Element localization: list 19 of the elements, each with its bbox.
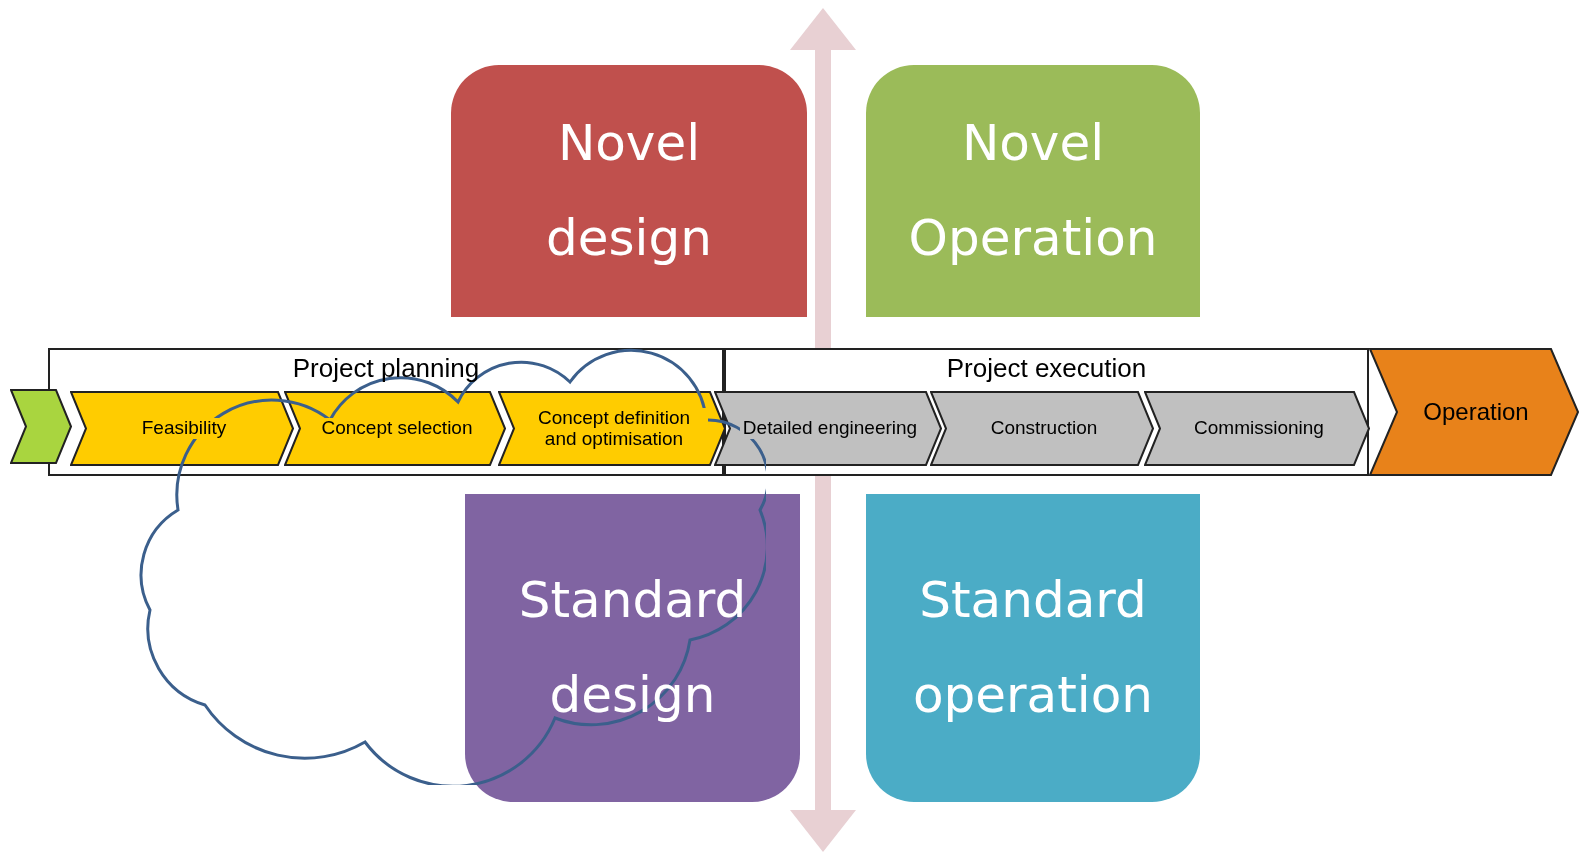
chevron-step: [714, 391, 942, 466]
quadrant-label: Standard operation: [911, 570, 1155, 726]
chevron-step: [498, 391, 726, 466]
quadrant-label: Novel design: [545, 113, 713, 269]
phase-title: Project planning: [291, 352, 481, 385]
phase-band: [48, 348, 724, 476]
chevron-step: [284, 391, 506, 466]
chevron-step: [1144, 391, 1370, 466]
quadrant-box: [451, 65, 807, 317]
quadrant-box: [465, 494, 800, 802]
chevron-step: [70, 391, 294, 466]
quadrant-box: [866, 65, 1200, 317]
quadrant-label: Standard design: [517, 570, 748, 726]
phase-title: Project execution: [945, 352, 1148, 385]
quadrant-label: Novel Operation: [907, 113, 1159, 269]
chevron-step: [1369, 348, 1579, 476]
quadrant-box: [866, 494, 1200, 802]
chevron-shape: [10, 389, 72, 464]
chevron-step: [930, 391, 1154, 466]
